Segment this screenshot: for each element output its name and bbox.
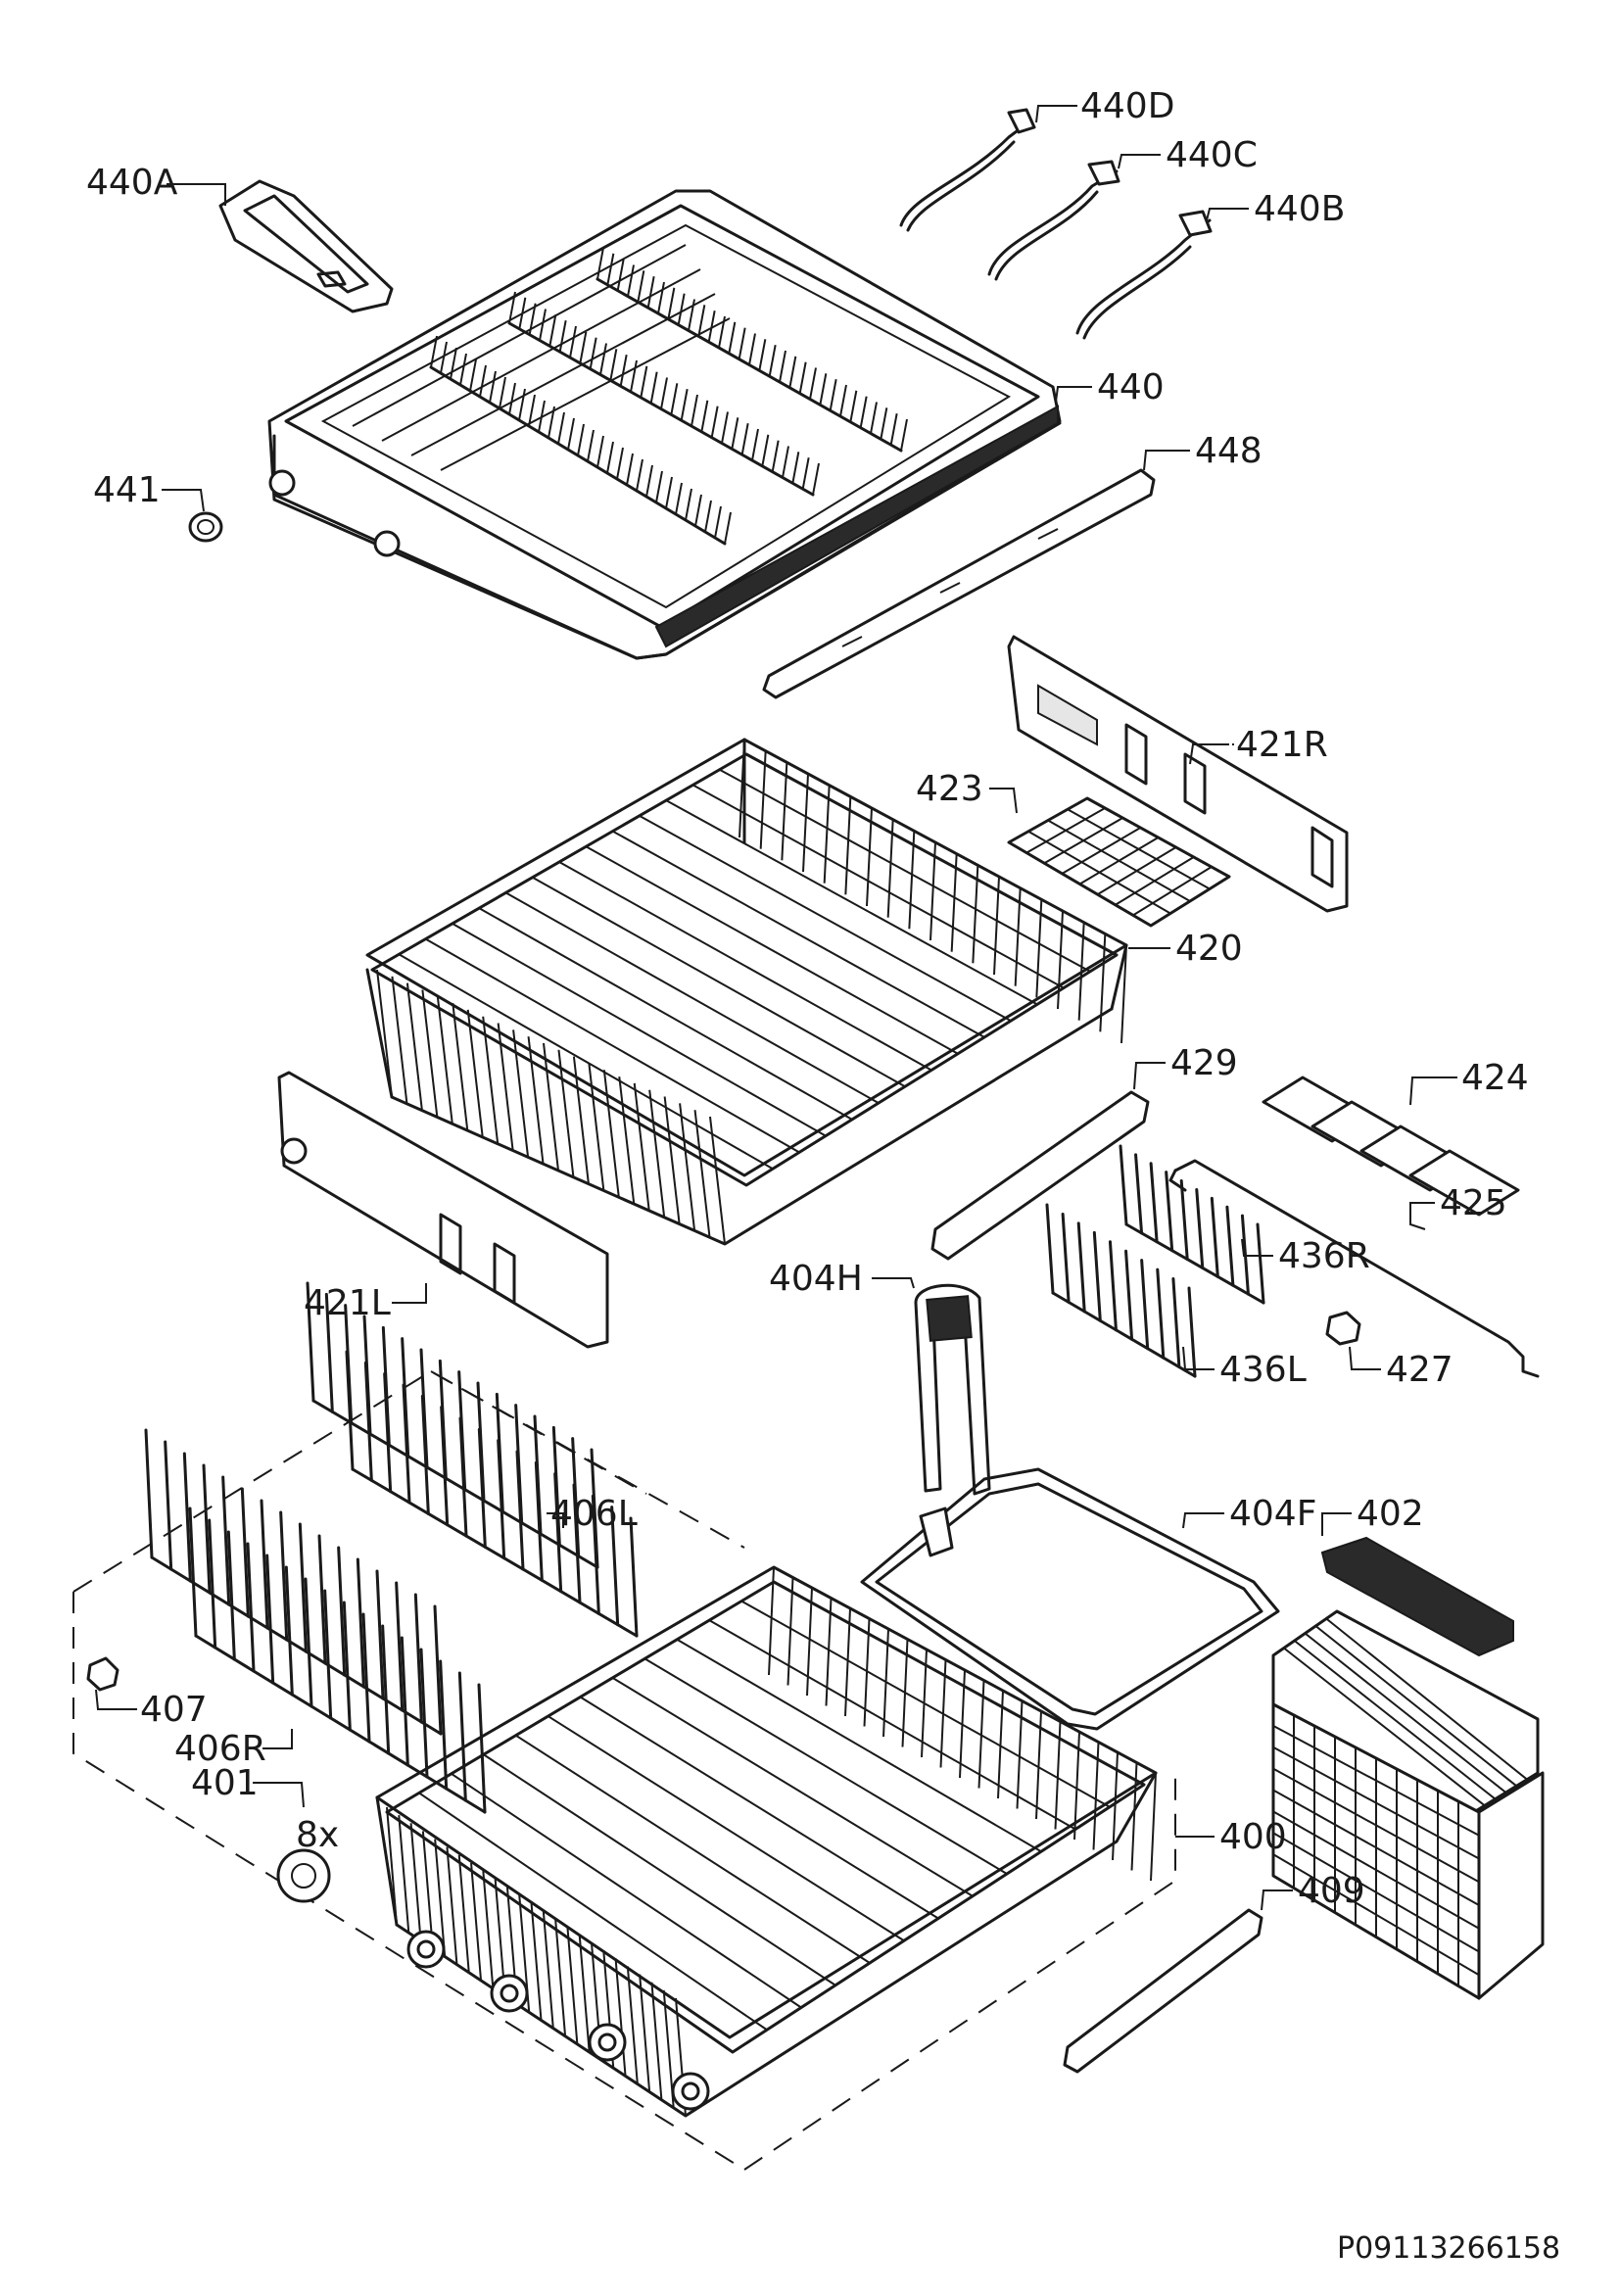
callout-400: 400 (1219, 1817, 1287, 1857)
callout-441: 441 (93, 470, 161, 510)
part-406L-tine-rack (306, 1281, 639, 1638)
part-436L-tine-rack (1045, 1203, 1197, 1378)
callout-436R: 436R (1278, 1236, 1370, 1276)
part-407-clip (86, 1656, 119, 1692)
part-448-front-strip (762, 468, 1156, 699)
part-409-strip (1063, 1908, 1263, 2074)
callout-436L: 436L (1219, 1350, 1307, 1390)
callout-421R: 421R (1236, 725, 1328, 765)
part-440C-rail (987, 160, 1120, 281)
callout-406L: 406L (550, 1494, 638, 1534)
part-441-wheel (188, 511, 223, 543)
part-421R-adjuster (1007, 635, 1349, 913)
part-440B-rail (1075, 210, 1213, 340)
part-404F-frame (860, 1467, 1280, 1731)
part-421L-adjuster (277, 1071, 609, 1349)
callout-420: 420 (1175, 929, 1243, 969)
document-code: P09113266158 (1337, 2231, 1560, 2266)
callout-409: 409 (1298, 1871, 1365, 1911)
part-440A-clip (218, 179, 394, 313)
callout-448: 448 (1195, 431, 1263, 471)
part-420-upper-basket (365, 738, 1128, 1246)
callout-440A: 440A (86, 163, 178, 203)
part-440-cutlery-tray (267, 189, 1062, 660)
callout-425: 425 (1440, 1183, 1507, 1223)
part-406R-tine-rack (144, 1428, 487, 1814)
callout-406R: 406R (174, 1729, 266, 1769)
callout-402: 402 (1357, 1494, 1424, 1534)
callout-401: 401 (191, 1763, 259, 1803)
callout-440B: 440B (1254, 189, 1345, 229)
part-424-clips (1262, 1076, 1520, 1217)
callout-427: 427 (1386, 1350, 1453, 1390)
callout-440D: 440D (1080, 86, 1174, 126)
part-423-grid-insert (1007, 796, 1231, 928)
callout-429: 429 (1170, 1043, 1238, 1083)
part-404H-handle (914, 1283, 991, 1496)
callout-404H: 404H (769, 1259, 863, 1299)
callout-424: 424 (1461, 1058, 1529, 1098)
part-425-rod (1168, 1159, 1540, 1378)
part-402-cutlery-basket (1271, 1536, 1545, 2000)
leader-lines (95, 105, 1457, 1911)
callout-407: 407 (140, 1690, 208, 1730)
callout-440: 440 (1097, 367, 1165, 407)
callout-423: 423 (916, 769, 983, 809)
callout-421L: 421L (304, 1283, 391, 1323)
quantity-note-401: 8x (296, 1815, 339, 1855)
part-427-clip (1325, 1311, 1361, 1346)
callout-440C: 440C (1166, 135, 1258, 175)
part-429-strip (930, 1090, 1150, 1261)
callout-labels: 440A 440D 440C 440B 440 441 448 421R 423… (86, 86, 1560, 2266)
callout-404F: 404F (1229, 1494, 1316, 1534)
part-401-wheel (276, 1848, 331, 1903)
part-440D-rail (899, 108, 1036, 232)
part-400-lower-basket (375, 1565, 1158, 2118)
